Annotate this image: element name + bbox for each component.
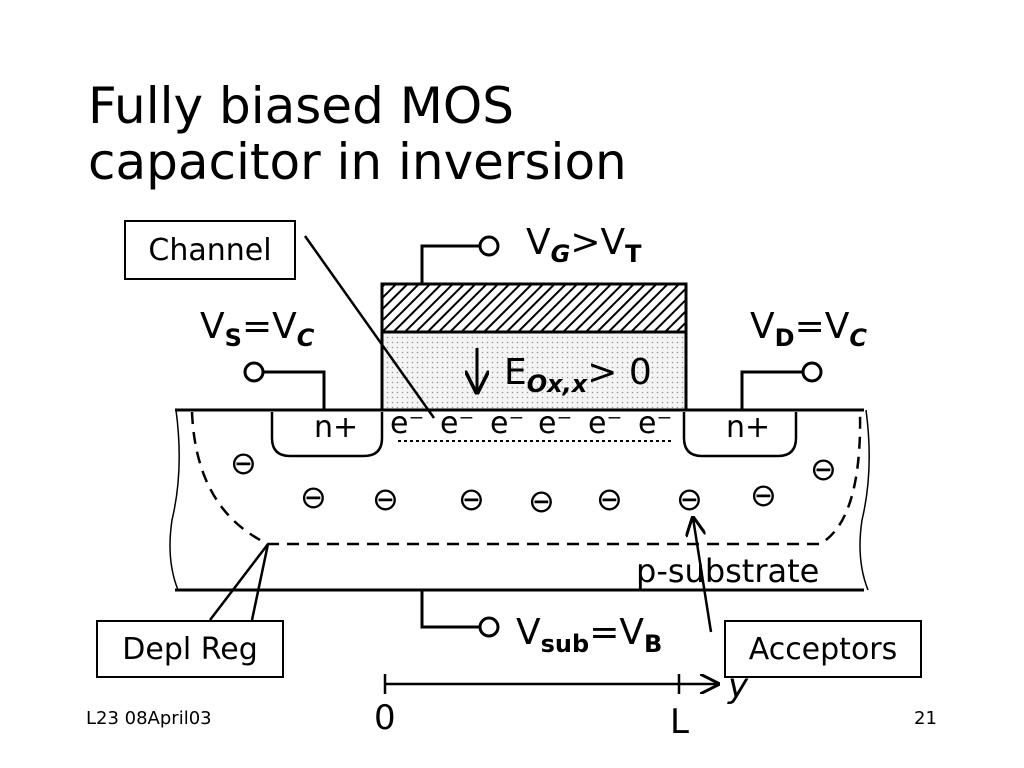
- n-plus-well-left: [270, 412, 384, 458]
- axis-var-label: y: [728, 666, 749, 706]
- channel-label-box: Channel: [124, 220, 296, 280]
- depl-reg-pointer: [209, 543, 270, 621]
- acceptor-ion: ⊖: [372, 480, 399, 518]
- acceptor-ion: ⊖: [458, 480, 485, 518]
- gate-voltage-label: VG>VT: [526, 222, 642, 268]
- electron: e⁻: [538, 406, 573, 441]
- electron: e⁻: [588, 406, 623, 441]
- source-voltage-label: VS=VC: [200, 306, 315, 352]
- source-terminal: [243, 361, 265, 383]
- drain-voltage-label: VD=VC: [750, 306, 867, 352]
- channel-pointer: [303, 235, 436, 419]
- n-plus-label-right: n+: [726, 410, 771, 445]
- gate-wire: [420, 244, 480, 284]
- n-plus-well-right: [682, 412, 798, 458]
- acceptors-label: Acceptors: [748, 631, 898, 667]
- acceptor-ion: ⊖: [750, 476, 777, 514]
- depl-reg-label: Depl Reg: [122, 631, 258, 667]
- oxide-field-label: EOx,x> 0: [504, 352, 652, 398]
- depl-reg-label-box: Depl Reg: [96, 620, 284, 678]
- drain-terminal: [801, 361, 823, 383]
- acceptor-ion: ⊖: [230, 444, 257, 482]
- substrate-voltage-label: Vsub=VB: [516, 612, 663, 658]
- acceptors-pointer: [693, 518, 713, 633]
- gate-terminal: [478, 235, 500, 257]
- acceptor-ion: ⊖: [810, 450, 837, 488]
- electron: e⁻: [390, 406, 425, 441]
- acceptors-label-box: Acceptors: [724, 620, 922, 678]
- slide-title: Fully biased MOS capacitor in inversion: [88, 78, 627, 190]
- page-number: 21: [914, 708, 937, 729]
- footer-left: L23 08April03: [86, 708, 212, 729]
- channel-label: Channel: [148, 232, 272, 268]
- substrate-left-break: [169, 409, 180, 591]
- electron: e⁻: [638, 406, 673, 441]
- substrate-terminal: [478, 616, 500, 638]
- substrate-right-break: [859, 409, 870, 591]
- electron: e⁻: [440, 406, 475, 441]
- acceptor-ion: ⊖: [528, 482, 555, 520]
- axis-end-label: L: [670, 702, 689, 742]
- gate-metal: [380, 282, 688, 334]
- title-line-1: Fully biased MOS: [88, 77, 514, 135]
- p-substrate-label: p-substrate: [636, 552, 820, 590]
- source-wire: [264, 370, 326, 410]
- axis-start-label: 0: [374, 698, 396, 738]
- acceptor-ion: ⊖: [596, 480, 623, 518]
- acceptor-ion: ⊖: [300, 478, 327, 516]
- title-line-2: capacitor in inversion: [88, 133, 627, 191]
- acceptor-ion: ⊖: [676, 480, 703, 518]
- gate-oxide: [380, 330, 688, 412]
- substrate-wire: [420, 590, 480, 629]
- n-plus-label-left: n+: [314, 410, 359, 445]
- electron: e⁻: [490, 406, 525, 441]
- drain-wire: [740, 370, 802, 410]
